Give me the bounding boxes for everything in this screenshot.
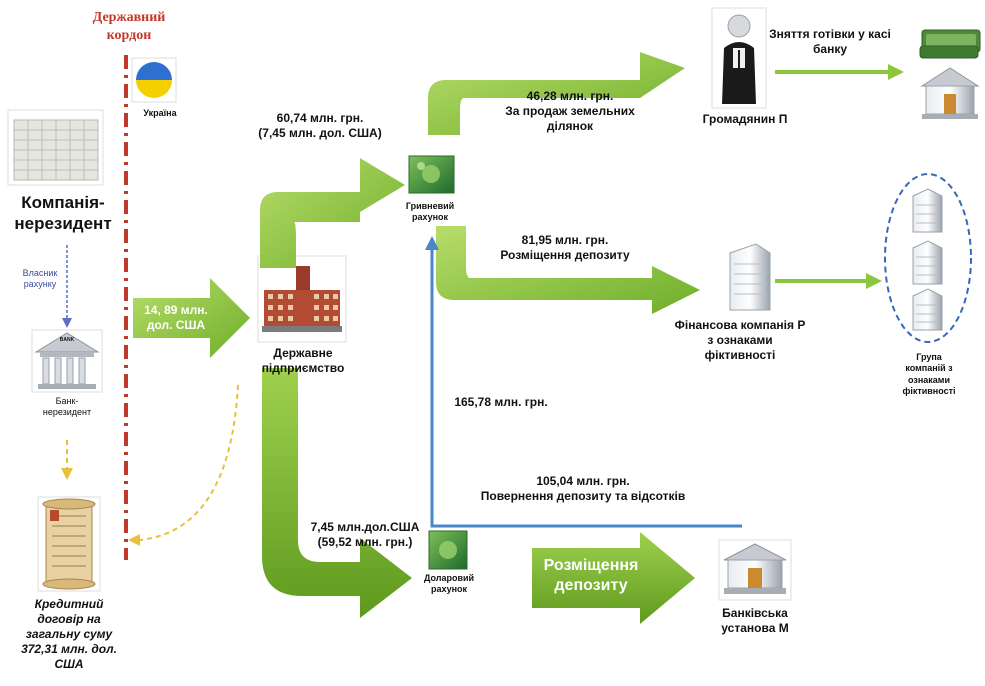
uah-transfer-arrow	[260, 158, 405, 268]
deposit-return-line	[430, 248, 742, 528]
deposit-placement-arrow	[436, 226, 700, 314]
group-buildings-icon	[912, 188, 943, 331]
usd-transfer-label: 7,45 млн.дол.США(59,52 млн. грн.)	[310, 520, 420, 549]
bank-nonresident-icon	[31, 329, 103, 393]
incoming-funds-label: 14, 89 млн.дол. США	[144, 303, 208, 332]
cash-bundle-icon	[918, 22, 984, 62]
cash-bank-icon	[916, 64, 984, 122]
bank-to-credit-arrowhead	[61, 468, 73, 480]
deposit-return-arrowhead	[425, 236, 439, 250]
bank-nonresident-label: Банк-нерезидент	[42, 396, 92, 418]
company-building-icon	[7, 109, 104, 186]
citizen-label: Громадянин П	[702, 112, 788, 126]
uah-transfer-label: 60,74 млн. грн.(7,45 млн. дол. США)	[258, 111, 382, 140]
bank-m-icon	[718, 539, 792, 601]
citizen-icon	[711, 7, 767, 109]
bank-deposit-arrow	[532, 532, 695, 624]
bank-sign: BANK	[59, 337, 75, 343]
return-total-label: 165,78 млн. грн.	[454, 395, 548, 409]
deposit-placement-label: 81,95 млн. грн.Розміщення депозиту	[500, 233, 630, 262]
land-sale-arrow	[428, 52, 685, 135]
state-enterprise-building-icon	[257, 255, 347, 343]
uah-money-icon	[408, 155, 455, 194]
usd-transfer-arrow	[262, 368, 412, 618]
owner-arrowhead	[62, 318, 72, 328]
scroll-document-icon	[37, 496, 101, 592]
enterprise-to-border-arrowhead	[128, 534, 140, 546]
group-ellipse	[884, 173, 972, 343]
usd-money-icon	[428, 530, 468, 570]
company-nonresident-label: Компанія-нерезидент	[14, 193, 112, 234]
deposit-return-label: 105,04 млн. грн.Повернення депозиту та в…	[480, 474, 686, 503]
group-transfer-arrowhead	[866, 273, 882, 289]
incoming-funds-arrow	[133, 278, 250, 358]
cash-withdrawal-arrowhead	[888, 64, 904, 80]
ukraine-label: Україна	[143, 108, 177, 118]
enterprise-to-border-line	[139, 384, 239, 541]
fin-company-building-icon	[729, 243, 771, 311]
ukraine-flag-icon	[131, 57, 177, 103]
